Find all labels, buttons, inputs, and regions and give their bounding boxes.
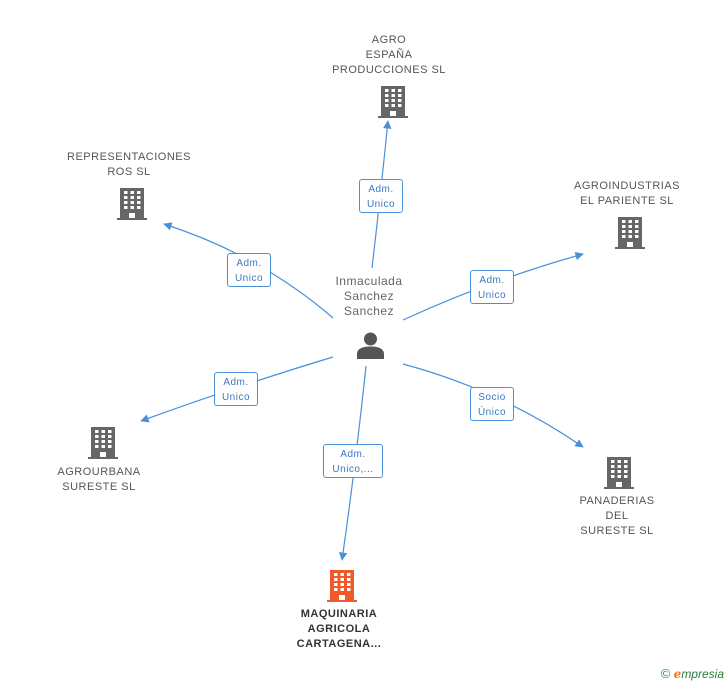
relation-label-line: Unico [234,273,264,284]
building-shape [618,217,642,249]
relation-label-maquinaria[interactable]: Adm. Unico,... [323,444,383,478]
company-label-agroindustrias[interactable]: AGROINDUSTRIAS EL PARIENTE SL [557,179,697,209]
relation-label-line: Adm. [236,258,262,269]
person-name-line: Inmaculada [335,274,403,288]
relation-label-line: Adm. [340,449,366,460]
building-icon[interactable] [603,455,635,489]
building-shape [91,427,115,459]
person-name-line: Sanchez [343,289,395,303]
relation-label-line: Unico,... [332,464,374,475]
person-name-line: Sanchez [343,304,395,318]
building-icon[interactable] [87,425,119,459]
relation-label-representaciones-ros[interactable]: Adm. Unico [227,253,271,287]
brand-logo-text: mpresia [681,667,724,681]
company-label-maquinaria[interactable]: MAQUINARIA AGRICOLA CARTAGENA... [269,607,409,652]
building-shape [330,570,354,602]
company-name-line: MAQUINARIA [300,608,378,620]
building-base [378,116,408,118]
relation-label-line: Adm. [223,377,249,388]
building-shape [120,188,144,220]
company-name-line: AGROURBANA [57,466,141,478]
company-label-representaciones-ros[interactable]: REPRESENTACIONES ROS SL [59,150,199,180]
relation-label-panaderias[interactable]: Socio Único [470,387,514,421]
company-label-panaderias[interactable]: PANADERIAS DEL SURESTE SL [547,494,687,539]
company-name-line: AGROINDUSTRIAS [573,180,680,192]
brand-footer[interactable]: © empresia [661,666,724,681]
company-name-line: PRODUCCIONES SL [332,64,446,76]
building-shape [381,86,405,118]
building-base [327,600,357,602]
person-label[interactable]: Inmaculada Sanchez Sanchez [309,274,429,319]
relation-label-line: Socio [478,392,506,403]
company-name-line: ROS SL [107,166,151,178]
relation-label-line: Adm. [479,275,505,286]
company-name-line: AGRICOLA [307,623,371,635]
company-label-agro-espana[interactable]: AGRO ESPAÑA PRODUCCIONES SL [319,33,459,78]
relation-label-agrourbana[interactable]: Adm. Unico [214,372,258,406]
building-icon[interactable] [377,84,409,118]
company-name-line: SURESTE SL [62,481,136,493]
building-base [604,487,634,489]
building-icon[interactable] [116,186,148,220]
relation-label-agroindustrias[interactable]: Adm. Unico [470,270,514,304]
copyright-icon: © [660,666,671,681]
building-icon[interactable] [614,215,646,249]
relation-label-agro-espana[interactable]: Adm. Unico [359,179,403,213]
company-name-line: DEL [605,510,629,522]
company-name-line: ESPAÑA [365,49,413,61]
building-base [88,457,118,459]
building-icon[interactable] [326,568,358,602]
company-name-line: SURESTE SL [580,525,654,537]
building-base [117,218,147,220]
company-name-line: REPRESENTACIONES [67,151,191,163]
building-base [615,247,645,249]
building-shape [607,457,631,489]
relation-label-line: Unico [477,290,507,301]
relation-label-line: Unico [221,392,251,403]
company-label-agrourbana[interactable]: AGROURBANA SURESTE SL [29,465,169,495]
brand-logo-initial: e [673,667,682,681]
relation-label-line: Adm. [368,184,394,195]
company-name-line: CARTAGENA... [296,638,382,650]
relation-label-line: Unico [366,199,396,210]
company-name-line: AGRO [371,34,407,46]
company-name-line: EL PARIENTE SL [580,195,674,207]
company-name-line: PANADERIAS [579,495,655,507]
person-icon[interactable] [356,330,385,359]
relation-label-line: Único [477,407,507,418]
